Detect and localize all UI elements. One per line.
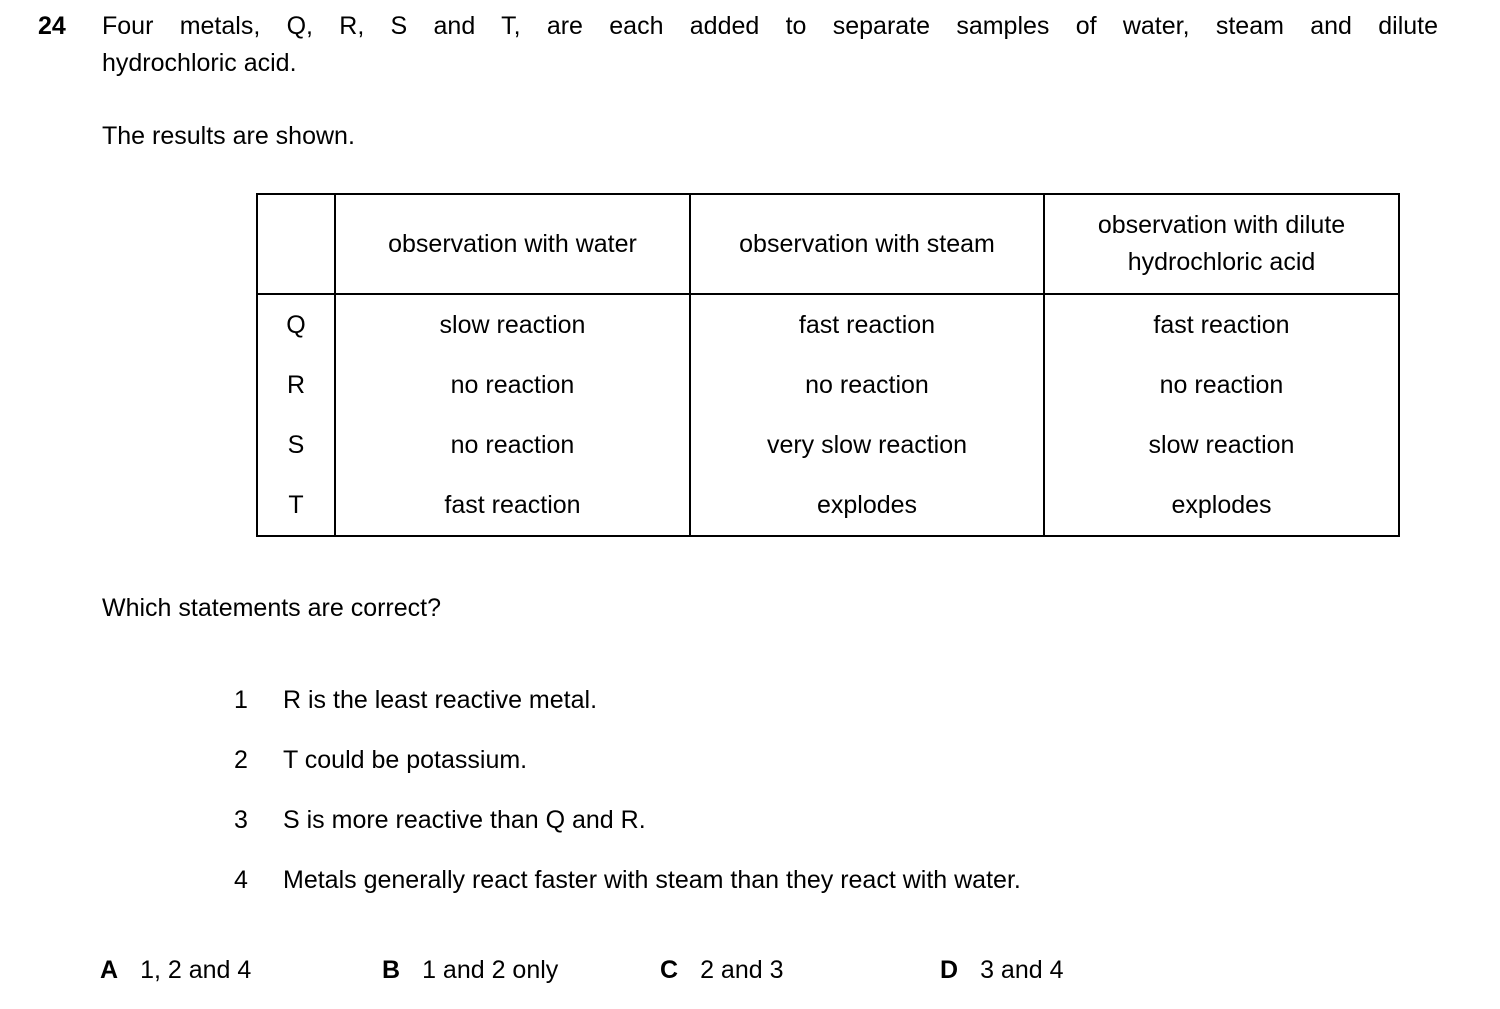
answer-option-a-text: 1, 2 and 4 [140, 956, 252, 984]
question-stem-line-1: Four metals, Q, R, S and T, are each add… [102, 12, 1438, 40]
question-stem: 24 Four metals, Q, R, S and T, are each … [38, 8, 1438, 82]
answer-option-a[interactable]: A 1, 2 and 4 [100, 952, 251, 989]
table-header-steam: observation with steam [689, 193, 1045, 295]
answer-option-a-letter: A [100, 956, 119, 984]
table-cell-water: no reaction [334, 415, 691, 475]
answer-option-b[interactable]: B 1 and 2 only [382, 952, 558, 989]
table-cell-metal: T [256, 475, 336, 537]
statement-number: 1 [234, 686, 248, 714]
table-cell-acid: fast reaction [1043, 293, 1400, 355]
table-cell-water: slow reaction [334, 293, 691, 355]
question-number: 24 [38, 12, 66, 40]
table-header-row: observation with water observation with … [256, 193, 1400, 295]
results-table: observation with water observation with … [256, 193, 1400, 537]
statement-number: 3 [234, 806, 248, 834]
question-stem-line-2: hydrochloric acid. [102, 49, 297, 77]
table-cell-steam: very slow reaction [689, 415, 1045, 475]
answer-option-b-letter: B [382, 956, 401, 984]
statement-list: 1 R is the least reactive metal. 2 T cou… [234, 682, 1434, 922]
table-row: Q slow reaction fast reaction fast react… [256, 293, 1400, 355]
table-cell-metal: Q [256, 293, 336, 355]
table-cell-acid: no reaction [1043, 355, 1400, 415]
answer-option-c[interactable]: C 2 and 3 [660, 952, 783, 989]
statement-text: T could be potassium. [283, 746, 528, 774]
table-header-acid: observation with dilute hydrochloric aci… [1043, 193, 1400, 295]
list-item: 1 R is the least reactive metal. [234, 682, 1434, 742]
table-cell-acid: explodes [1043, 475, 1400, 537]
answer-option-c-letter: C [660, 956, 679, 984]
question-prompt: Which statements are correct? [102, 594, 442, 622]
list-item: 3 S is more reactive than Q and R. [234, 802, 1434, 862]
answer-option-d-letter: D [940, 956, 959, 984]
list-item: 2 T could be potassium. [234, 742, 1434, 802]
table-body: Q slow reaction fast reaction fast react… [256, 293, 1400, 537]
answer-options: A 1, 2 and 4 B 1 and 2 only C 2 and 3 D … [100, 952, 1420, 992]
table-header: observation with water observation with … [256, 193, 1400, 295]
table-cell-steam: fast reaction [689, 293, 1045, 355]
table-row: T fast reaction explodes explodes [256, 475, 1400, 537]
table-cell-metal: R [256, 355, 336, 415]
table-header-blank [256, 193, 336, 295]
table-cell-metal: S [256, 415, 336, 475]
table-cell-acid: slow reaction [1043, 415, 1400, 475]
statement-text: S is more reactive than Q and R. [283, 806, 646, 834]
answer-option-d-text: 3 and 4 [980, 956, 1064, 984]
table-row: S no reaction very slow reaction slow re… [256, 415, 1400, 475]
answer-option-b-text: 1 and 2 only [422, 956, 559, 984]
table-header-water: observation with water [334, 193, 691, 295]
statement-text: R is the least reactive metal. [283, 686, 598, 714]
answer-option-c-text: 2 and 3 [700, 956, 784, 984]
table-cell-steam: explodes [689, 475, 1045, 537]
table-cell-water: no reaction [334, 355, 691, 415]
statement-number: 2 [234, 746, 248, 774]
statement-number: 4 [234, 866, 248, 894]
table-row: R no reaction no reaction no reaction [256, 355, 1400, 415]
results-intro: The results are shown. [102, 122, 355, 150]
statement-text: Metals generally react faster with steam… [283, 866, 1021, 894]
answer-option-d[interactable]: D 3 and 4 [940, 952, 1063, 989]
list-item: 4 Metals generally react faster with ste… [234, 862, 1434, 922]
table-cell-water: fast reaction [334, 475, 691, 537]
table-cell-steam: no reaction [689, 355, 1045, 415]
question-stem-text: Four metals, Q, R, S and T, are each add… [102, 8, 1438, 82]
